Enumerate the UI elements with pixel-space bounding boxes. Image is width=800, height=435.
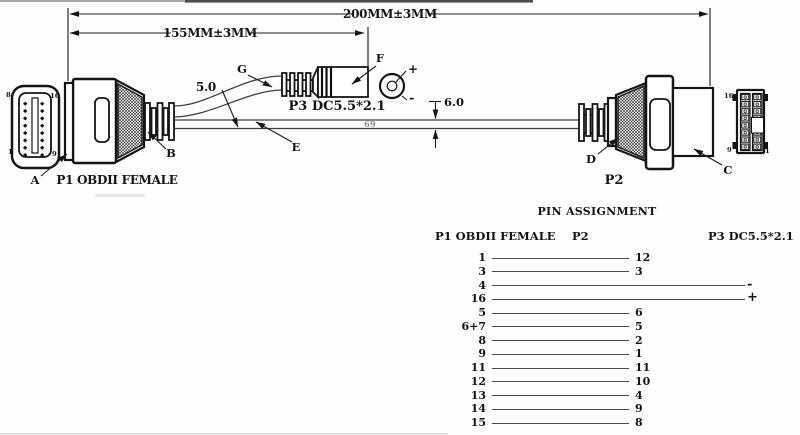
callout-g: G [237,62,247,76]
pin-p1-value: 9 [478,347,486,361]
obd2-female-face: 8 16 1 9 [6,84,61,170]
dc-plug-caption: P3 DC5.5*2.1 [289,99,386,114]
pin-row: 16 + [436,290,776,306]
female-pin16-label: 16 [50,92,60,100]
pin-table-col-p1: P1 OBDII FEMALE [435,229,556,243]
pin-row: 6+7 5 [436,320,776,334]
pin-table-col-p3: P3 DC5.5*2.1 [708,229,794,243]
round-cable [173,75,282,118]
pin-p2-value: 11 [635,361,651,374]
callouts: A B C D E F G [30,51,733,187]
scan-artifacts [0,0,533,435]
obd2-female-side [63,77,175,165]
dimension-155mm: 155MM±3MM [69,26,369,66]
pin-p1-value: 13 [470,388,486,402]
pin-p1-value: 11 [470,361,486,374]
pin-table-title: PIN ASSIGNMENT [537,205,657,218]
male-pin1-label: 1 [765,147,770,155]
obd2-male-face: 16 9 1 [724,88,770,155]
male-pin16-label: 16 [724,92,734,100]
pin-p2-value: 1 [635,347,643,361]
dimension-5mm: 5.0 [196,80,239,128]
pin-row: 11 11 [436,361,776,375]
cable-print-mark: 69 [364,120,376,130]
wire-line [492,381,629,383]
pin-p2-value: 2 [635,333,643,347]
wire-line [492,340,629,341]
pin-table-col-p2: P2 [572,229,589,243]
wire-line [492,422,629,424]
pin-row: 13 4 [436,389,776,403]
male-pin9-label: 9 [727,146,732,154]
callout-d: D [586,152,596,166]
pin-p1-value: 8 [478,333,486,347]
callout-a: A [30,173,41,187]
wire-line [492,271,629,273]
dim-155-label: 155MM±3MM [163,26,257,40]
female-pin9-label: 9 [52,150,57,158]
pin-row: 15 8 [436,416,776,430]
wire-line [492,312,629,314]
pin-p1-value: 1 [478,251,486,264]
dc-minus-label: - [409,91,414,106]
wire-line [492,285,745,286]
pin-p2-value: 8 [635,416,643,429]
p2-caption: P2 [605,173,624,188]
pin-p2-value: 4 [635,388,643,402]
wire-line [492,408,629,410]
dc-plus-label: + [408,62,418,76]
pin-row: 4- [436,276,776,293]
callout-c: C [723,163,732,177]
callout-b: B [166,146,176,160]
pin-p2-value: 5 [635,319,643,333]
pin-p2-value: 10 [635,374,651,388]
wire-line [492,395,629,396]
dim-5-label: 5.0 [196,80,216,94]
pin-p2-value: 12 [635,251,651,264]
pin-p1-value: 14 [470,402,486,416]
pin-p1-value: 6+7 [461,319,486,333]
callout-e: E [292,140,301,154]
pin-p2-value: 6 [635,306,643,319]
pin-p2-value: 9 [635,402,643,416]
pin-p3-sign: - [747,276,753,292]
pin-p3-sign: + [747,290,758,306]
wire-line [492,367,629,369]
obd2-male-side [578,74,715,171]
pin-p1-value: 5 [478,306,486,319]
pin-p1-value: 16 [470,292,486,306]
female-pin8-label: 8 [6,91,11,99]
pin-p1-value: 15 [470,416,486,429]
dim-6-label: 6.0 [444,95,464,109]
pin-p2-value: 3 [635,264,643,278]
dimension-6mm: 6.0 [429,95,464,148]
wire-line [492,298,745,300]
pin-p1-value: 4 [478,278,486,292]
p1-caption: P1 OBDII FEMALE [56,173,177,187]
callout-f: F [376,51,385,65]
pin-row: 1 12 [436,251,776,265]
pin-row: 12 10 [436,375,776,389]
female-pin1-label: 1 [8,148,13,156]
wire-line [492,353,629,355]
dim-200-label: 200MM±3MM [343,7,437,21]
wire-line [492,326,629,328]
pin-p1-value: 3 [478,264,486,278]
pin-p1-value: 12 [470,374,486,388]
dimension-200mm: 200MM±3MM [67,7,711,86]
wire-line [492,257,629,259]
pin-row: 14 9 [436,402,776,416]
dc-plug-face: + - [378,62,418,106]
ribbon-cable: 69 [174,119,583,130]
